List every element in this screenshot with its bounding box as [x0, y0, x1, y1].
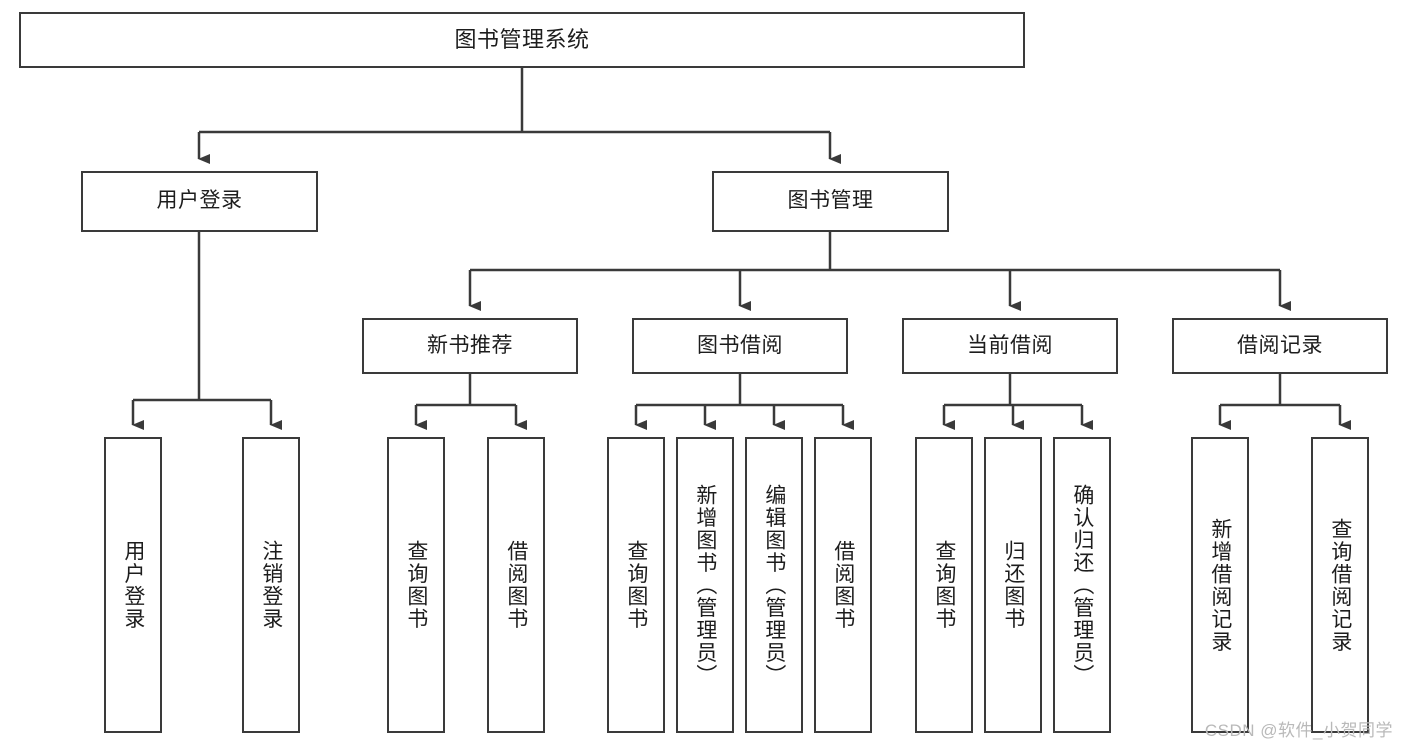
node-label: 新增借阅记录	[1208, 517, 1232, 653]
leaf-add-book-admin[interactable]: 新增图书（管理员）	[676, 437, 734, 733]
node-label: 新增图书（管理员）	[693, 483, 717, 687]
leaf-confirm-return-admin[interactable]: 确认归还（管理员）	[1053, 437, 1111, 733]
node-label: 图书管理系统	[454, 27, 590, 53]
leaf-query-book-current[interactable]: 查询图书	[915, 437, 973, 733]
node-user-login[interactable]: 用户登录	[81, 171, 318, 232]
leaf-borrow-book-recommend[interactable]: 借阅图书	[487, 437, 545, 733]
node-book-manage[interactable]: 图书管理	[712, 171, 949, 232]
leaf-edit-book-admin[interactable]: 编辑图书（管理员）	[745, 437, 803, 733]
node-label: 查询图书	[404, 540, 428, 630]
node-root-system[interactable]: 图书管理系统	[19, 12, 1025, 68]
leaf-add-borrow-record[interactable]: 新增借阅记录	[1191, 437, 1249, 733]
node-borrow-record[interactable]: 借阅记录	[1172, 318, 1388, 374]
node-label: 借阅图书	[831, 540, 855, 630]
node-label: 编辑图书（管理员）	[762, 483, 786, 687]
leaf-query-book-recommend[interactable]: 查询图书	[387, 437, 445, 733]
node-current-borrow[interactable]: 当前借阅	[902, 318, 1118, 374]
node-book-borrow[interactable]: 图书借阅	[632, 318, 848, 374]
node-label: 图书管理	[787, 189, 874, 213]
leaf-query-borrow-record[interactable]: 查询借阅记录	[1311, 437, 1369, 733]
node-label: 用户登录	[121, 540, 145, 630]
node-label: 当前借阅	[967, 333, 1053, 357]
leaf-user-login[interactable]: 用户登录	[104, 437, 162, 733]
node-label: 查询借阅记录	[1328, 517, 1352, 653]
node-label: 归还图书	[1001, 540, 1025, 630]
node-label: 查询图书	[932, 540, 956, 630]
node-label: 注销登录	[259, 540, 283, 630]
leaf-borrow-book[interactable]: 借阅图书	[814, 437, 872, 733]
node-label: 借阅图书	[504, 540, 528, 630]
node-new-book-recommend[interactable]: 新书推荐	[362, 318, 578, 374]
csdn-watermark: CSDN @软件_小贺同学	[1204, 721, 1393, 740]
node-label: 借阅记录	[1237, 333, 1323, 357]
leaf-query-book-borrow[interactable]: 查询图书	[607, 437, 665, 733]
node-label: 新书推荐	[427, 333, 513, 357]
leaf-return-book[interactable]: 归还图书	[984, 437, 1042, 733]
node-label: 确认归还（管理员）	[1070, 483, 1094, 687]
node-label: 用户登录	[156, 189, 243, 213]
node-label: 查询图书	[624, 540, 648, 630]
leaf-logout-login[interactable]: 注销登录	[242, 437, 300, 733]
node-label: 图书借阅	[697, 333, 783, 357]
